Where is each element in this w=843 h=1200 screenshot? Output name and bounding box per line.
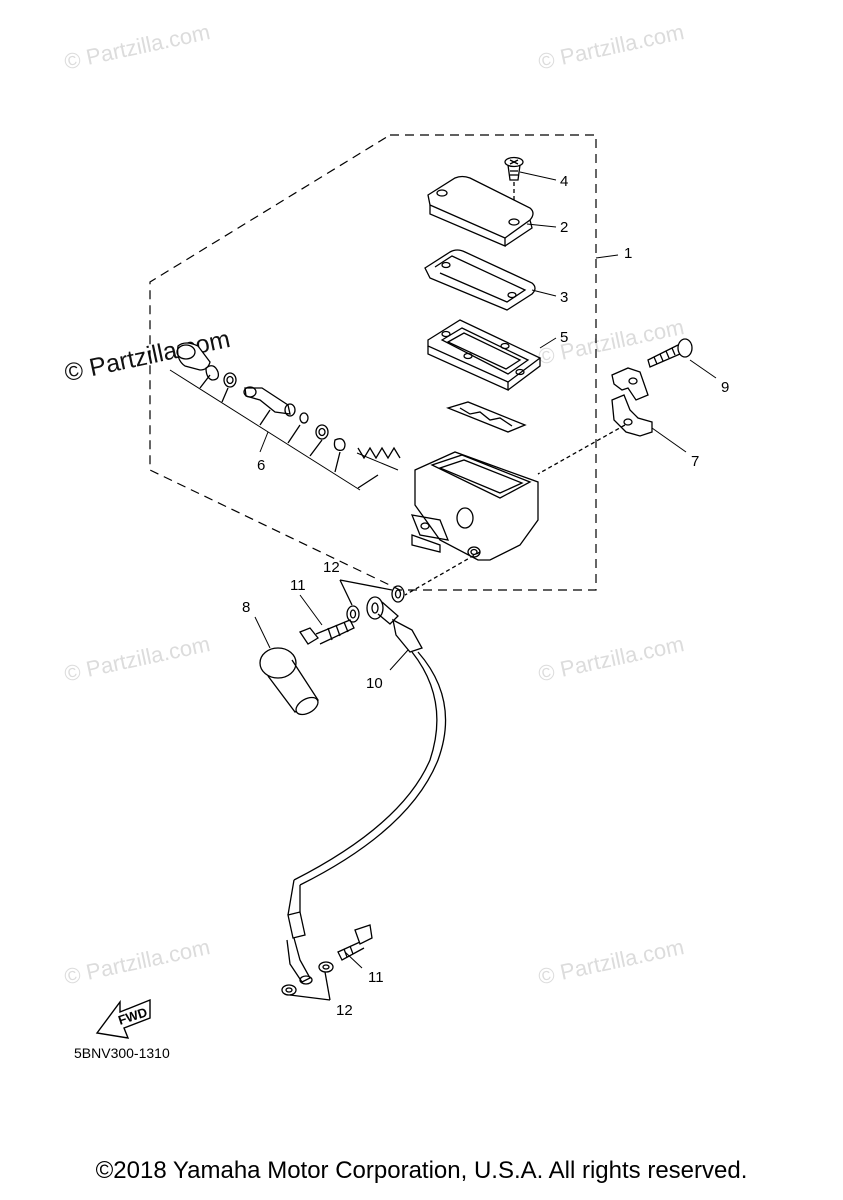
diagram-code: 5BNV300-1310 (74, 1045, 170, 1061)
callout-9: 9 (721, 379, 729, 396)
bolt-part (647, 338, 693, 368)
leader-line (404, 551, 481, 596)
callout-5: 5 (560, 329, 568, 346)
copyright-footer: ©2018 Yamaha Motor Corporation, U.S.A. A… (95, 1157, 748, 1184)
piston-kit-parts (169, 342, 401, 491)
callout-7: 7 (691, 453, 699, 470)
fwd-arrow-icon: FWD (95, 998, 151, 1039)
callout-3: 3 (560, 289, 568, 306)
callout-12-upper: 12 (323, 559, 340, 576)
callout-2: 2 (560, 219, 568, 236)
callout-6: 6 (257, 457, 265, 474)
boot-part (259, 647, 319, 716)
diaphragm-plate-part (424, 249, 536, 311)
callout-10: 10 (366, 675, 383, 692)
holder-part (537, 367, 653, 475)
callout-8: 8 (242, 599, 250, 616)
callout-12-lower: 12 (336, 1002, 353, 1019)
callout-labels: 4 2 3 5 1 9 7 6 12 11 8 10 11 12 (242, 173, 729, 1019)
union-bolt-lower-part (337, 924, 373, 961)
callout-11-upper: 11 (290, 577, 306, 594)
union-bolt-part (299, 619, 355, 645)
assembly-boundary (149, 134, 597, 591)
callout-4: 4 (560, 173, 568, 190)
reservoir-cap-part (427, 175, 534, 247)
callout-leaders (254, 171, 717, 969)
diaphragm-part (427, 319, 542, 392)
brake-hose-part (286, 596, 447, 985)
callout-11-lower: 11 (368, 969, 384, 986)
screw-part (504, 156, 524, 215)
protector-part (446, 401, 527, 433)
master-cylinder-body (410, 451, 539, 561)
callout-1: 1 (624, 245, 632, 262)
copper-washer-parts (281, 579, 405, 1001)
